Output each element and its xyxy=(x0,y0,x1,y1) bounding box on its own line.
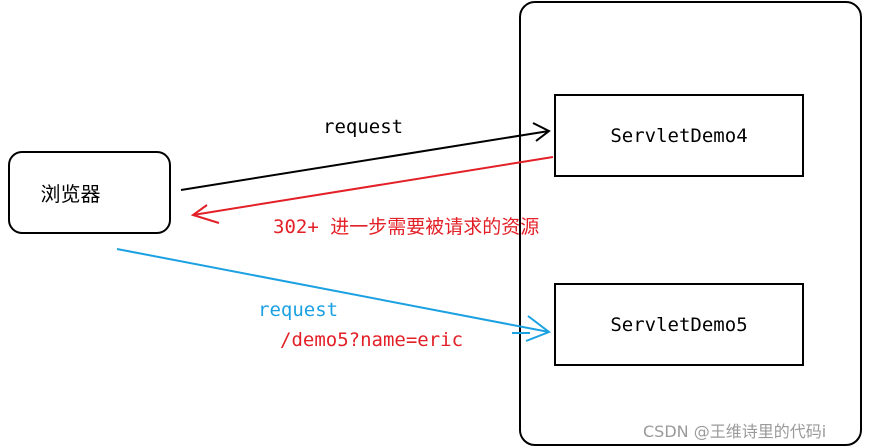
browser-box: 浏览器 xyxy=(8,151,171,234)
redirect-code: 302+ xyxy=(273,216,319,238)
request-label-1: request xyxy=(323,116,404,138)
request-arrow-1 xyxy=(180,122,551,191)
servlet-demo4-box: ServletDemo4 xyxy=(554,94,804,177)
redirect-arrow xyxy=(190,156,554,224)
servlet-demo5-box: ServletDemo5 xyxy=(554,283,804,366)
browser-label: 浏览器 xyxy=(40,182,101,206)
servlet-demo5-label: ServletDemo5 xyxy=(610,313,748,336)
redirect-text: 进一步需要被请求的资源 xyxy=(330,216,540,238)
server-container xyxy=(519,1,862,446)
request-path-label: /demo5?name=eric xyxy=(280,329,464,351)
watermark: CSDN @王维诗里的代码i xyxy=(643,422,827,441)
request-arrow-2 xyxy=(116,248,552,342)
request-label-2: request xyxy=(258,299,339,321)
servlet-demo4-label: ServletDemo4 xyxy=(610,124,748,147)
redirect-label: 302+ 进一步需要被请求的资源 xyxy=(273,212,539,239)
